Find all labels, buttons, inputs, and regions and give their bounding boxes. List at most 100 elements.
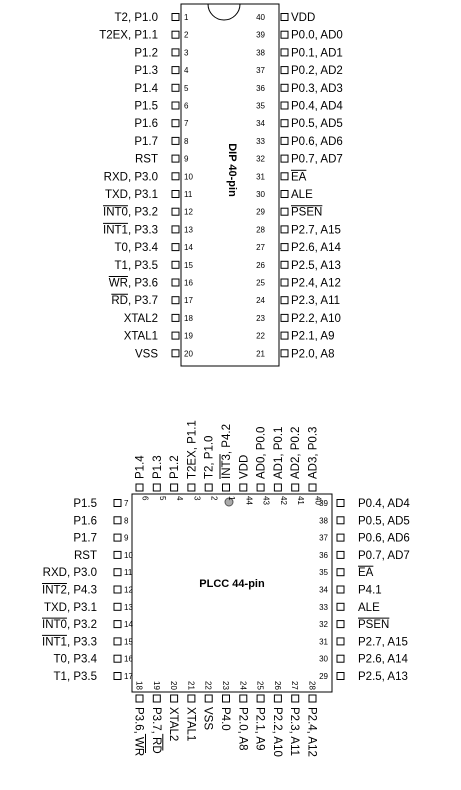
plcc-pin-41-label: AD2, P0.2 — [290, 427, 302, 479]
dip-pin-24-pad — [280, 296, 289, 305]
plcc-pin-36-label: P0.7, AD7 — [358, 550, 410, 562]
plcc-pin-41-number: 41 — [296, 496, 305, 505]
plcc-pin-43-pad — [256, 483, 265, 492]
plcc-pin-33-number: 33 — [319, 603, 328, 612]
dip-pin-12-pad — [171, 207, 180, 216]
plcc-pin-43-label: AD0, P0.0 — [256, 427, 268, 479]
dip-pin-10-number: 10 — [184, 172, 193, 181]
dip-pin-35-number: 35 — [256, 102, 265, 111]
plcc-pin-17-number: 17 — [124, 672, 133, 681]
plcc-pin-3-label: T2EX, P1.1 — [186, 420, 198, 479]
plcc-pin-20-label: XTAL2 — [167, 707, 179, 741]
dip-pin-19-label: XTAL1 — [124, 331, 158, 343]
plcc-pin-14-number: 14 — [124, 620, 133, 629]
plcc-pin-14-pad — [113, 620, 122, 629]
plcc-pin-23-number: 23 — [221, 681, 230, 690]
dip-pin-5-pad — [171, 83, 180, 92]
plcc-pin-39-pad — [336, 499, 345, 507]
plcc-pin-20-pad — [170, 694, 179, 703]
dip-pin-22-number: 22 — [256, 332, 265, 341]
dip-pin-8-number: 8 — [184, 137, 189, 146]
plcc-pin-2-number: 2 — [210, 496, 219, 501]
dip-pin-16-pad — [171, 278, 180, 287]
plcc-pin-1-pad — [222, 483, 230, 492]
dip-pin-40-number: 40 — [256, 13, 265, 22]
plcc-pin-11-pad — [113, 568, 122, 577]
plcc-pin-31-pad — [336, 637, 345, 646]
dip-pin-18-pad — [171, 313, 180, 322]
dip-pin-20-pad — [171, 349, 180, 358]
plcc-pin-37-label: P0.6, AD6 — [358, 533, 410, 545]
plcc-pin-18-pad — [135, 694, 144, 703]
plcc-pin-3-number: 3 — [192, 496, 201, 501]
plcc-pin-27-label: P2.3, A11 — [288, 707, 300, 756]
plcc-pin-21-label: XTAL1 — [184, 707, 196, 741]
dip-pin-4-pad — [171, 66, 180, 75]
plcc-pin-6-pad — [135, 483, 144, 492]
dip-pin-13-pad — [171, 225, 180, 234]
dip-pin-40-pad — [280, 13, 289, 21]
plcc-pin-33-label: ALE — [358, 602, 380, 614]
dip-pin-39-label: P0.0, AD0 — [291, 30, 343, 42]
dip-body — [180, 3, 280, 367]
dip-pin-15-pad — [171, 260, 180, 269]
dip-pin-34-pad — [280, 119, 289, 128]
dip-pin-35-pad — [280, 101, 289, 110]
plcc-pin-38-number: 38 — [319, 516, 328, 525]
plcc-pin-44-label: VDD — [238, 455, 250, 479]
plcc-pin-10-label: RST — [74, 550, 97, 562]
plcc-pin-4-pad — [170, 483, 179, 492]
plcc-pin-25-number: 25 — [256, 681, 265, 690]
dip-pin-10-pad — [171, 172, 180, 181]
dip-pin-30-number: 30 — [256, 190, 265, 199]
plcc-pin-32-pad — [336, 620, 345, 629]
plcc-pin-35-pad — [336, 568, 345, 577]
plcc-title: PLCC 44-pin — [199, 578, 265, 590]
plcc-pin-19-number: 19 — [152, 681, 161, 690]
dip-pin-25-label: P2.4, A12 — [291, 278, 341, 290]
plcc-pin-9-number: 9 — [124, 534, 129, 543]
dip-pin-3-pad — [171, 48, 180, 57]
dip-pin-1-pad — [171, 13, 180, 21]
plcc-pin-35-label: EA — [358, 567, 374, 579]
plcc-pin-28-number: 28 — [308, 681, 317, 690]
dip-pin-11-pad — [171, 190, 180, 198]
plcc-pin-16-label: T0, P3.4 — [54, 654, 98, 666]
dip-pin-24-label: P2.3, A11 — [291, 295, 340, 307]
dip-pin-16-label: WR, P3.6 — [109, 278, 158, 290]
plcc-pin-31-number: 31 — [319, 637, 328, 646]
plcc-pin-14-label: INT0, P3.2 — [42, 619, 97, 631]
plcc-pin-29-label: P2.5, A13 — [358, 671, 408, 683]
dip-pin-15-label: T1, P3.5 — [115, 260, 158, 272]
plcc-pin-36-pad — [336, 550, 345, 559]
dip-pin-29-pad — [280, 207, 289, 216]
dip-pin-31-label: EA — [291, 171, 307, 183]
dip-pin-29-label: PSEN — [291, 207, 322, 219]
dip-pin-36-label: P0.3, AD3 — [291, 83, 343, 95]
plcc-pin-42-pad — [273, 483, 282, 492]
dip-pin-17-label: RD, P3.7 — [111, 295, 158, 307]
plcc-pin-30-number: 30 — [319, 655, 328, 664]
dip-pin-13-label: INT1, P3.3 — [103, 224, 158, 236]
dip-pin-12-number: 12 — [184, 208, 193, 217]
dip-pin-19-number: 19 — [184, 332, 193, 341]
plcc-pin-28-label: P2.4, A12 — [306, 707, 318, 757]
plcc-pin-22-label: VSS — [202, 707, 214, 730]
plcc-pin-36-number: 36 — [319, 551, 328, 560]
plcc-pin-37-pad — [336, 533, 345, 542]
dip-pin-6-label: P1.5 — [134, 101, 158, 113]
dip-pin-27-pad — [280, 243, 289, 252]
dip-pin-1-label: T2, P1.0 — [115, 12, 158, 24]
plcc-pin-6-number: 6 — [141, 496, 150, 501]
plcc-pin-34-number: 34 — [319, 586, 328, 595]
plcc-pin-44-pad — [239, 483, 248, 492]
dip-pin-21-number: 21 — [256, 349, 265, 358]
plcc-pin-24-pad — [239, 694, 248, 703]
dip-pin-35-label: P0.4, AD4 — [291, 101, 343, 113]
dip-pin-3-label: P1.2 — [134, 47, 158, 59]
plcc-pin-33-pad — [336, 602, 345, 611]
plcc-pin-26-label: P2.2, A10 — [271, 707, 283, 757]
plcc-pin-7-number: 7 — [124, 499, 129, 508]
dip-pin-18-label: XTAL2 — [124, 313, 158, 325]
